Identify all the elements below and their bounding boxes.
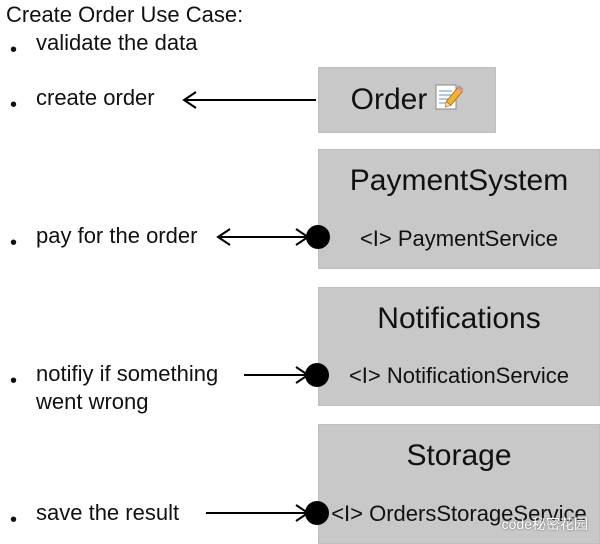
memo-icon xyxy=(433,82,465,120)
notify-arrow xyxy=(244,363,329,387)
notifications-title: Notifications xyxy=(377,302,541,335)
step-pay: pay for the order xyxy=(36,223,198,248)
payment-system-box: PaymentSystem <I> PaymentService xyxy=(318,149,600,269)
bullet-marker: • xyxy=(10,509,18,531)
payment-service-interface: <I> PaymentService xyxy=(359,226,559,251)
step-validate: validate the data xyxy=(36,30,198,55)
bullet-marker: • xyxy=(10,94,18,116)
order-to-create-arrow xyxy=(182,91,316,109)
orders-storage-service-interface: <I> OrdersStorageService xyxy=(331,501,587,526)
diagram-title: Create Order Use Case: xyxy=(6,2,244,27)
notifications-box: Notifications <I> NotificationService xyxy=(318,287,600,406)
notification-service-interface: <I> NotificationService xyxy=(348,363,570,388)
bullet-marker: • xyxy=(10,232,18,254)
storage-title: Storage xyxy=(406,439,512,472)
pay-payment-arrow xyxy=(216,225,330,249)
payment-system-title: PaymentSystem xyxy=(349,164,569,197)
step-create-order: create order xyxy=(36,85,155,110)
order-title-row: Order xyxy=(319,82,495,120)
watermark: code秘密花园 xyxy=(501,516,588,532)
save-arrow xyxy=(206,501,329,525)
bullet-marker: • xyxy=(10,39,18,61)
storage-box: Storage <I> OrdersStorageService xyxy=(318,424,600,544)
order-title: Order xyxy=(350,82,428,116)
step-save: save the result xyxy=(36,500,180,525)
order-box: Order xyxy=(318,67,496,133)
bullet-marker: • xyxy=(10,370,18,392)
step-notify: notifiy if something went wrong xyxy=(36,361,219,414)
